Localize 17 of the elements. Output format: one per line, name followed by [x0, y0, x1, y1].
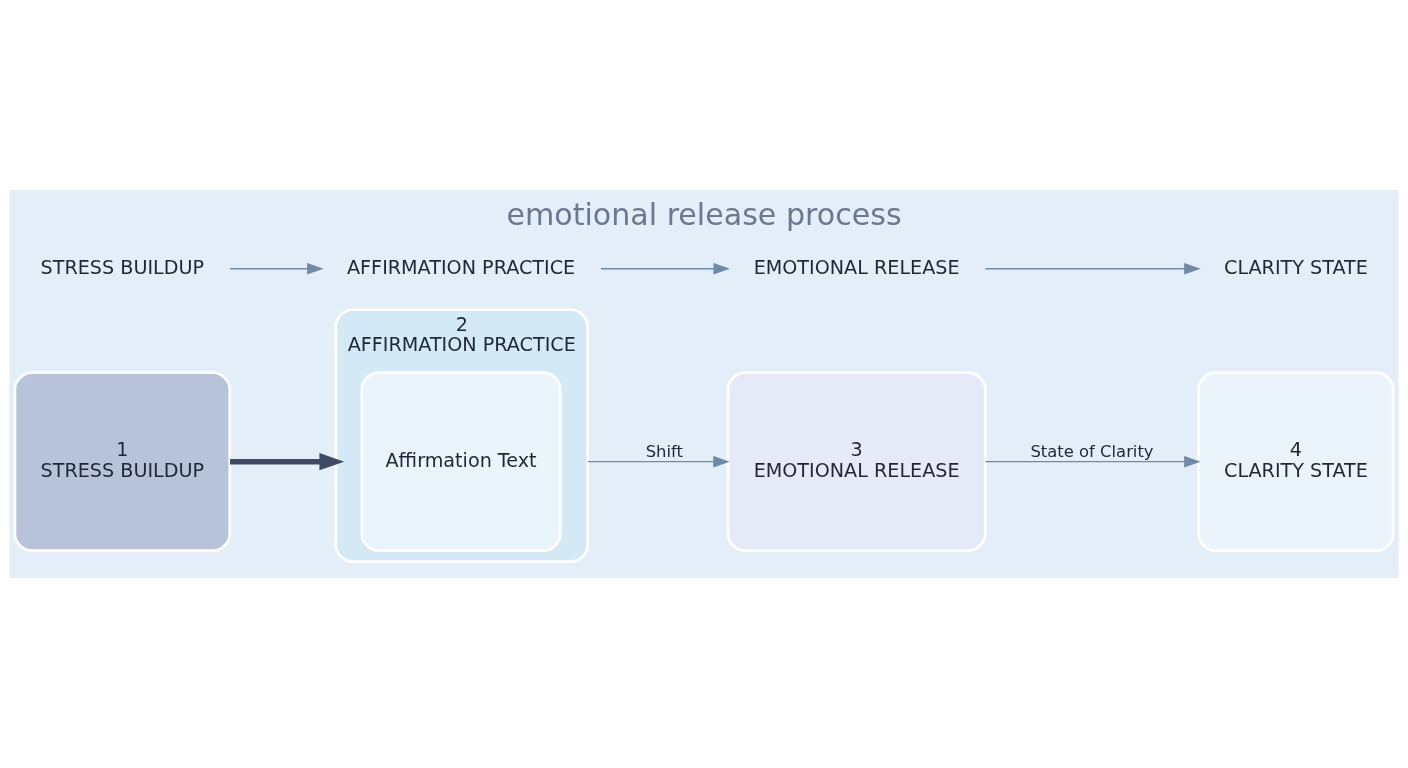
node-text: STRESS BUILDUP: [40, 255, 205, 279]
arrow: [984, 455, 1201, 468]
node-text: EMOTIONAL RELEASE: [753, 255, 960, 279]
arrow: [984, 262, 1201, 275]
edge-label: Shift: [645, 442, 683, 462]
node-box: 3 EMOTIONAL RELEASE: [726, 371, 987, 552]
arrow: [600, 262, 730, 275]
node-box: 1 STRESS BUILDUP: [13, 371, 232, 552]
node-text: CLARITY STATE: [1224, 255, 1368, 279]
arrow: [230, 453, 345, 471]
diagram-title: emotional release process: [506, 197, 902, 233]
edge-label: State of Clarity: [1030, 442, 1154, 462]
node-box: 4 CLARITY STATE: [1197, 371, 1395, 552]
arrow: [229, 262, 324, 275]
node-box: Affirmation Text: [360, 371, 562, 552]
arrow: [587, 455, 730, 468]
node-text: AFFIRMATION PRACTICE: [346, 255, 576, 279]
